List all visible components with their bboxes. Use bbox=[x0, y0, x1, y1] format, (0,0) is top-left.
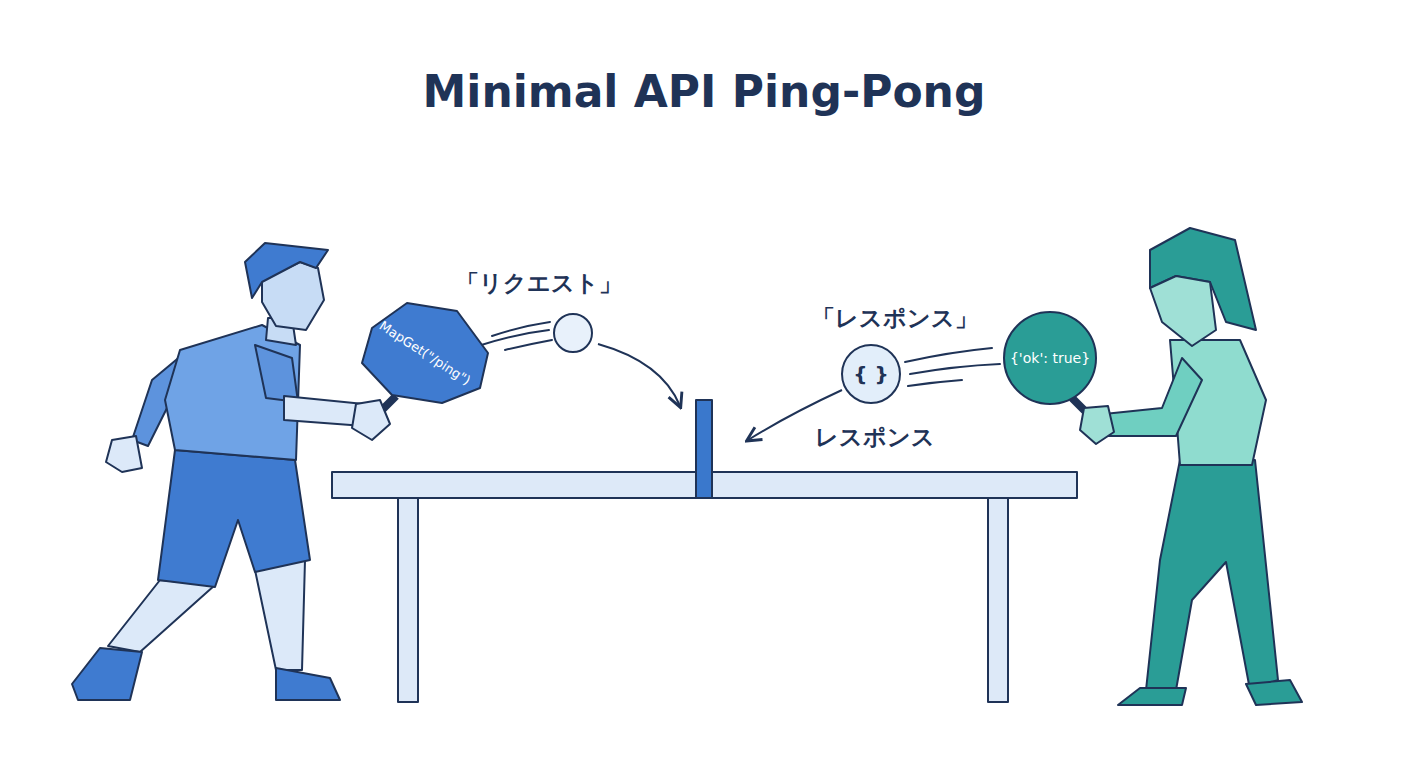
paddle-left: MapGet("/ping") bbox=[362, 303, 488, 403]
player-leg bbox=[255, 560, 305, 670]
ball-heading: 「リクエスト」 bbox=[456, 268, 622, 299]
title: Minimal API Ping-Pong bbox=[0, 66, 1408, 117]
ball-heading: 「レスポンス」 bbox=[812, 303, 978, 334]
table-leg bbox=[988, 498, 1008, 702]
trajectory-arrow bbox=[598, 344, 680, 406]
paddle-left-polygon bbox=[362, 303, 488, 403]
player-pants bbox=[1146, 460, 1278, 690]
player-forearm bbox=[284, 396, 364, 426]
response-ball-circle bbox=[842, 345, 900, 403]
speed-line bbox=[908, 380, 962, 386]
player-shoe bbox=[72, 648, 142, 700]
request-ball-outline bbox=[553, 313, 593, 353]
speed-line bbox=[492, 322, 550, 336]
player-shirt bbox=[165, 325, 300, 460]
player-arm bbox=[255, 345, 298, 402]
paddle-code: {'ok': true} bbox=[1010, 350, 1090, 366]
ball-symbol: { } bbox=[853, 362, 888, 386]
player-shoe bbox=[276, 668, 340, 700]
request-ball: 「リクエスト」 bbox=[553, 313, 593, 353]
player-shoe bbox=[1246, 680, 1302, 705]
player-shorts bbox=[158, 450, 310, 587]
response-ball: 「レスポンス」{ } bbox=[841, 344, 901, 404]
player-hand bbox=[106, 436, 142, 472]
player-hair bbox=[245, 243, 328, 298]
player-leg bbox=[108, 580, 215, 652]
player-hand bbox=[1080, 406, 1114, 444]
player-hand bbox=[352, 400, 390, 440]
speed-line bbox=[505, 340, 552, 350]
player-arm bbox=[1104, 358, 1202, 436]
table-leg bbox=[398, 498, 418, 702]
paddle-right-circle bbox=[1004, 312, 1096, 404]
player-shoe bbox=[1118, 688, 1186, 705]
speed-line bbox=[905, 348, 992, 362]
trajectory-label: レスポンス bbox=[815, 422, 935, 453]
table-net bbox=[696, 400, 712, 498]
speed-line bbox=[910, 364, 1000, 374]
request-ball-circle bbox=[554, 314, 592, 352]
paddle-right: {'ok': true} bbox=[1003, 311, 1097, 405]
player-face bbox=[1150, 276, 1216, 346]
